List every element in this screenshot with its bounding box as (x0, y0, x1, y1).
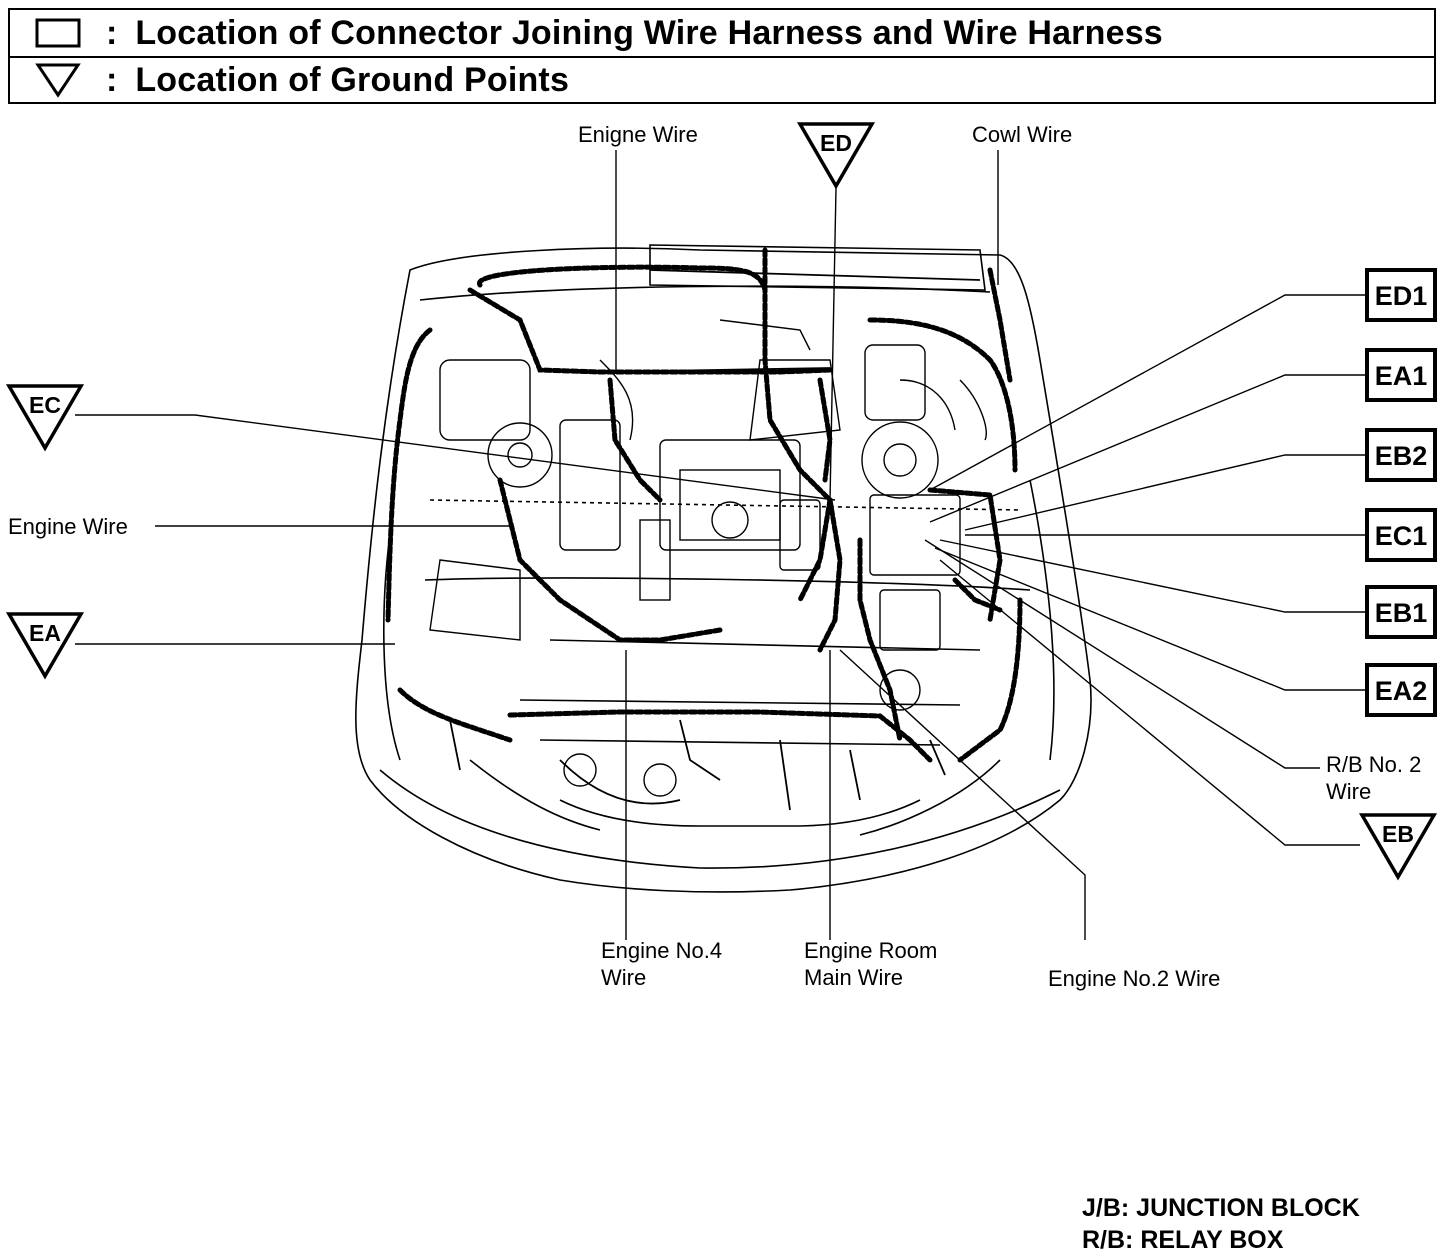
ground-ec-label: EC (29, 392, 61, 418)
thin-wires (449, 269, 981, 811)
leader-ed1 (929, 294, 1366, 491)
label-engine-wire-top: Enigne Wire (578, 122, 698, 147)
ground-ed: ED (796, 122, 876, 190)
connector-ec1: EC1 (1365, 508, 1437, 562)
legend-ground-text: Location of Ground Points (135, 60, 570, 99)
square-outline-icon (28, 13, 88, 53)
connector-ed1: ED1 (1365, 268, 1437, 322)
leader-ea2 (934, 547, 1366, 691)
connector-box (1365, 663, 1437, 717)
leader-eb2 (964, 454, 1366, 531)
leader-eb1 (939, 539, 1366, 613)
connector-box (1365, 508, 1437, 562)
connector-eb1: EB1 (1365, 585, 1437, 639)
down-triangle-outline-icon (28, 60, 88, 100)
down-triangle-icon (1358, 813, 1438, 881)
leader-engine-no2 (839, 649, 1086, 940)
ground-ea: EA (5, 612, 85, 680)
ground-ed-label: ED (820, 130, 852, 156)
leader-eb (939, 559, 1360, 846)
footnote-relay-box: R/B: RELAY BOX (1082, 1226, 1284, 1254)
connector-eb2: EB2 (1365, 428, 1437, 482)
legend-colon: : (106, 13, 118, 52)
connector-label: EA1 (1375, 361, 1428, 391)
label-engine-room-line2: Main Wire (804, 965, 903, 990)
label-engine-no4-line2: Wire (601, 965, 646, 990)
engine-components (429, 319, 987, 797)
ground-eb: EB (1358, 813, 1438, 881)
connector-box (1365, 348, 1437, 402)
legend-box: : Location of Connector Joining Wire Har… (8, 8, 1436, 104)
connector-box (1365, 428, 1437, 482)
connector-label: EB2 (1375, 441, 1428, 471)
label-cowl-wire: Cowl Wire (972, 122, 1072, 147)
legend-row-connector: : Location of Connector Joining Wire Har… (10, 10, 1434, 58)
label-engine-no2: Engine No.2 Wire (1048, 966, 1220, 991)
legend-row-ground: : Location of Ground Points (10, 57, 1434, 103)
leader-ec (75, 414, 836, 501)
legend-colon: : (106, 60, 118, 99)
ground-ec: EC (5, 384, 85, 452)
label-rb-no2-line2: Wire (1326, 779, 1371, 804)
label-rb-no2-line1: R/B No. 2 (1326, 752, 1421, 777)
leader-ed (829, 187, 837, 501)
leader-rb-no2 (924, 539, 1320, 769)
connector-box (1365, 268, 1437, 322)
connector-label: ED1 (1375, 281, 1428, 311)
connector-box (1365, 585, 1437, 639)
legend-connector-text: Location of Connector Joining Wire Harne… (135, 13, 1163, 52)
connector-ea2: EA2 (1365, 663, 1437, 717)
label-engine-room-line1: Engine Room (804, 938, 937, 963)
car-body-outline (355, 244, 1092, 893)
ground-eb-label: EB (1382, 821, 1414, 847)
connector-label: EA2 (1375, 676, 1428, 706)
connector-label: EC1 (1375, 521, 1428, 551)
footnote-junction-block: J/B: JUNCTION BLOCK (1082, 1194, 1360, 1222)
label-engine-no4-line1: Engine No.4 (601, 938, 722, 963)
label-engine-wire-left: Engine Wire (8, 514, 128, 539)
leader-lines (75, 150, 1366, 940)
connector-ea1: EA1 (1365, 348, 1437, 402)
down-triangle-icon (5, 612, 85, 680)
down-triangle-icon (5, 384, 85, 452)
ground-ea-label: EA (29, 620, 61, 646)
leader-ea1 (929, 374, 1366, 523)
down-triangle-icon (796, 122, 876, 190)
connector-label: EB1 (1375, 598, 1428, 628)
